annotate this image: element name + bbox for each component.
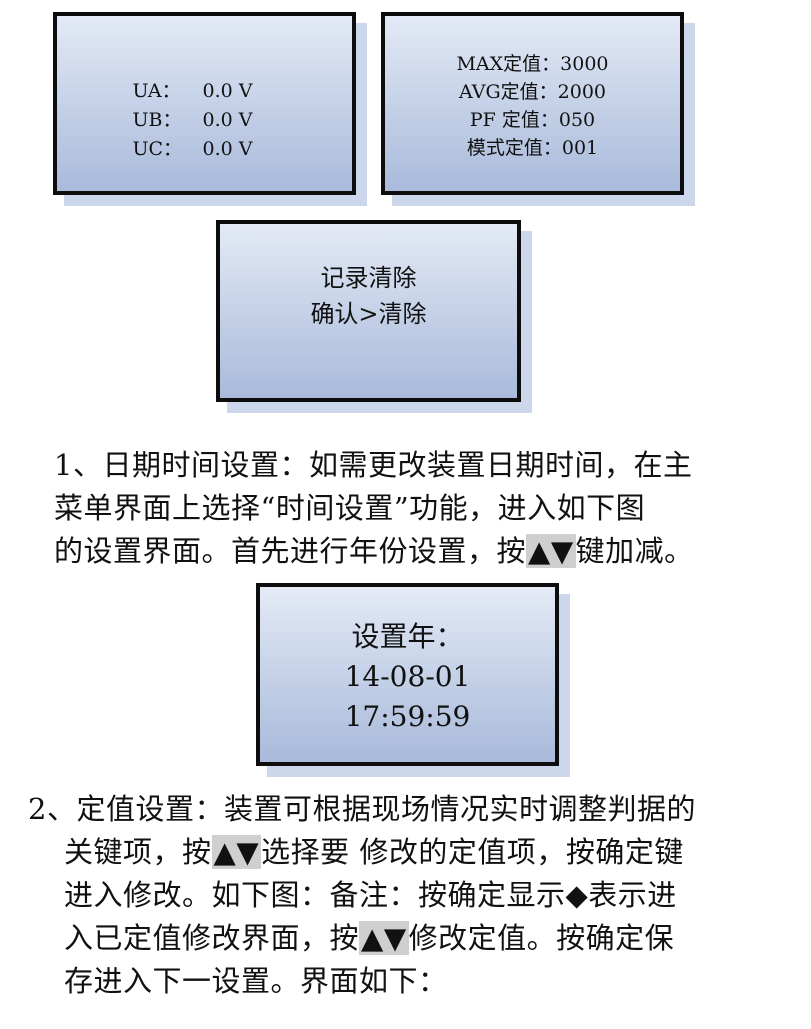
voltage-row-ub: UB： 0.0 V <box>57 106 352 135</box>
voltage-label: UC： <box>132 138 183 160</box>
paragraph-line: 1、日期时间设置：如需更改装置日期时间，在主 <box>54 448 693 482</box>
paragraph-text: 入已定值修改界面，按 <box>64 921 360 955</box>
record-clear-panel: 记录清除 确认>清除 <box>216 220 521 402</box>
record-clear-text: 记录清除 确认>清除 <box>220 260 517 332</box>
voltage-row-ua: UA： 0.0 V <box>57 77 352 106</box>
time-readout: 17:59:59 <box>344 700 471 733</box>
setting-avg-line: AVG定值：2000 <box>458 81 607 103</box>
instruction-paragraph-1: 1、日期时间设置：如需更改装置日期时间，在主 菜单界面上选择“时间设置”功能，进… <box>54 444 694 573</box>
paragraph-line: 入已定值修改界面，按▲▼修改定值。按确定保 <box>28 917 696 960</box>
voltage-label: UB： <box>132 109 182 131</box>
up-down-keys-icon: ▲▼ <box>359 921 409 955</box>
setting-max-line: MAX定值：3000 <box>456 53 609 75</box>
date-readout: 14-08-01 <box>344 660 471 693</box>
voltage-value: 0.0 V <box>202 138 253 160</box>
voltage-value: 0.0 V <box>202 109 253 131</box>
paragraph-text: 修改定值。按确定保 <box>408 921 675 955</box>
up-down-keys-icon: ▲▼ <box>211 835 262 869</box>
year-setting-panel: 设置年： 14-08-01 17:59:59 <box>256 583 559 766</box>
paragraph-text: 的设置界面。首先进行年份设置，按 <box>54 534 527 568</box>
paragraph-line: 菜单界面上选择“时间设置”功能，进入如下图 <box>54 491 646 525</box>
setting-pf-line: PF 定值：050 <box>469 109 596 131</box>
paragraph-text: 关键项，按 <box>64 835 212 869</box>
voltage-label: UA： <box>132 80 181 102</box>
up-down-keys-icon: ▲▼ <box>526 534 576 568</box>
voltage-display-panel: UA： 0.0 V UB： 0.0 V UC： 0.0 V <box>53 12 356 195</box>
paragraph-line: 2、定值设置：装置可根据现场情况实时调整判据的 <box>28 792 696 826</box>
setting-values-list: MAX定值：3000 AVG定值：2000 PF 定值：050 模式定值：001 <box>385 50 680 162</box>
paragraph-line: 关键项，按▲▼选择要 修改的定值项，按确定键 <box>28 831 696 874</box>
confirm-clear-line: 确认>清除 <box>310 300 427 328</box>
instruction-paragraph-2: 2、定值设置：装置可根据现场情况实时调整判据的 关键项，按▲▼选择要 修改的定值… <box>28 788 696 1003</box>
paragraph-text: 键加减。 <box>575 534 694 568</box>
setting-values-panel: MAX定值：3000 AVG定值：2000 PF 定值：050 模式定值：001 <box>381 12 684 195</box>
paragraph-line: 存进入下一设置。界面如下： <box>64 964 448 998</box>
paragraph-line: 进入修改。如下图：备注：按确定显示◆表示进 <box>64 878 677 912</box>
setting-mode-line: 模式定值：001 <box>466 137 599 159</box>
record-clear-title: 记录清除 <box>320 264 417 292</box>
voltage-readings: UA： 0.0 V UB： 0.0 V UC： 0.0 V <box>57 77 352 164</box>
paragraph-line: 的设置界面。首先进行年份设置，按▲▼键加减。 <box>54 530 694 573</box>
voltage-row-uc: UC： 0.0 V <box>57 135 352 164</box>
year-setting-text: 设置年： 14-08-01 17:59:59 <box>260 617 555 737</box>
paragraph-text: 选择要 修改的定值项，按确定键 <box>261 835 684 869</box>
voltage-value: 0.0 V <box>202 80 253 102</box>
year-setting-title: 设置年： <box>351 620 464 653</box>
